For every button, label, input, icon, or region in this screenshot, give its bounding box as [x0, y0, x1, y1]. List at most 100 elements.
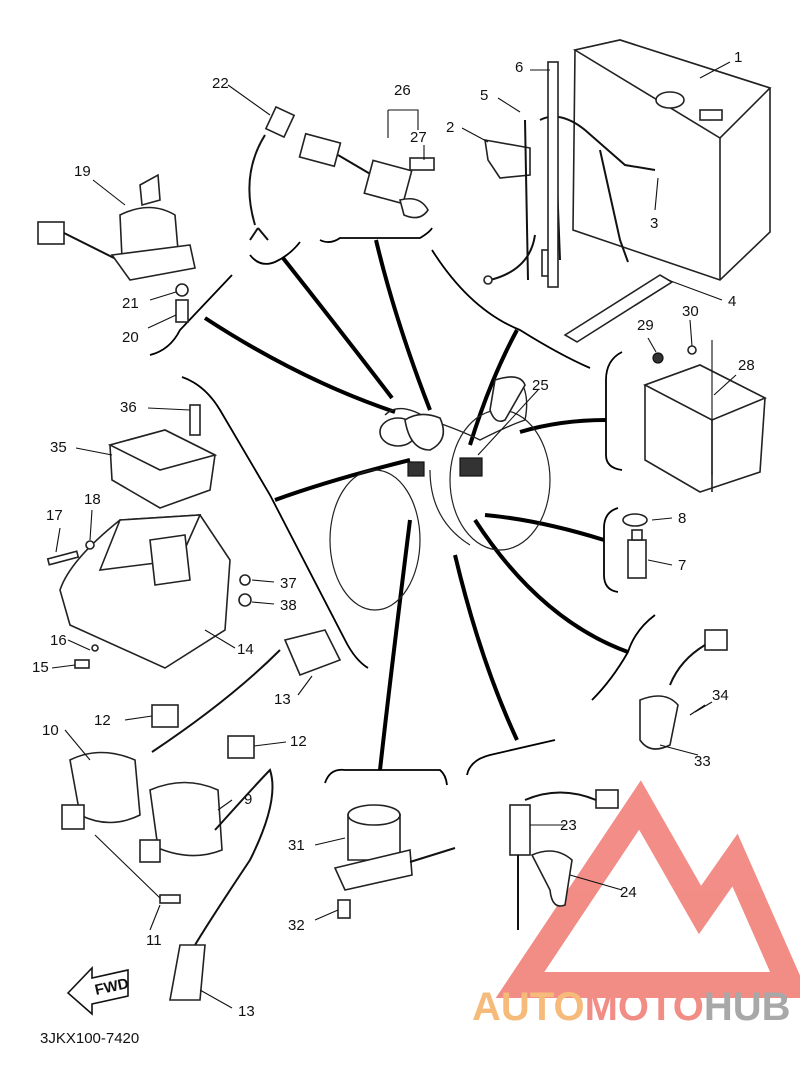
callout-13b: 13 [238, 1003, 255, 1020]
callout-35: 35 [50, 439, 67, 456]
seat [489, 376, 526, 423]
clip-12a [151, 704, 179, 728]
switch-connector [37, 221, 65, 245]
callout-21: 21 [122, 295, 139, 312]
washer-30 [687, 345, 697, 355]
line-22 [281, 256, 394, 400]
callout-22: 22 [212, 75, 229, 92]
watermark-logo: AUTOMOTOHUB [472, 780, 800, 1029]
frame-ignition-switch [149, 274, 233, 356]
clip-16 [91, 644, 99, 652]
line-28 [519, 418, 607, 434]
callout-2: 2 [446, 119, 454, 136]
callout-31: 31 [288, 837, 305, 854]
relay-28 [643, 345, 767, 493]
callout-12a: 12 [94, 712, 111, 729]
sensor-33 [639, 629, 728, 750]
frame-battery [431, 249, 591, 369]
screw-17 [46, 550, 80, 566]
key-icon [139, 173, 161, 207]
callout-10: 10 [42, 722, 59, 739]
callout-27: 27 [410, 129, 427, 146]
callout-6: 6 [515, 59, 523, 76]
callout-37: 37 [280, 575, 297, 592]
ignition-coils [61, 629, 342, 1001]
callout-32: 32 [288, 917, 305, 934]
sensor-22 [248, 105, 296, 241]
frame-lower [429, 469, 471, 546]
battery-box-14 [46, 514, 252, 669]
fwd-label: FWD [93, 975, 130, 999]
main-switch [37, 173, 196, 323]
line-35 [274, 458, 411, 502]
gasket-8 [622, 513, 648, 527]
callout-24: 24 [620, 884, 637, 901]
callout-7: 7 [678, 557, 686, 574]
frame-sensor-33 [591, 614, 656, 701]
coil-10 [69, 751, 141, 824]
callout-26: 26 [394, 82, 411, 99]
spare-fuse [409, 157, 435, 171]
line-26 [374, 239, 432, 411]
motorcycle-silhouette [329, 376, 551, 611]
frame-fuse [319, 227, 433, 243]
bolt-32 [337, 899, 351, 919]
cdi-marker [407, 461, 425, 477]
coil-9 [149, 781, 223, 857]
plug-cap-lower [169, 944, 206, 1001]
watermark-triangle-mark [495, 780, 800, 998]
callout-11: 11 [146, 932, 162, 949]
callout-25: 25 [532, 377, 549, 394]
callout-20: 20 [122, 329, 139, 346]
callout-3: 3 [650, 215, 658, 232]
washer-18 [85, 540, 95, 550]
callout-1: 1 [734, 49, 742, 66]
callout-19: 19 [74, 163, 91, 180]
screw-29 [652, 352, 664, 364]
battery-band [483, 61, 656, 288]
line-31 [378, 519, 412, 771]
callout-33: 33 [694, 753, 711, 770]
callout-17: 17 [46, 507, 63, 524]
fuel-tank [404, 413, 445, 451]
cable-tie [563, 274, 674, 343]
frame-outline [384, 379, 528, 441]
frame-solenoid [324, 768, 448, 786]
callout-9: 9 [244, 791, 252, 808]
battery [572, 39, 772, 281]
line-33 [473, 518, 629, 654]
callout-16: 16 [50, 632, 67, 649]
callout-38: 38 [280, 597, 297, 614]
plug-cap-upper [283, 629, 342, 677]
callout-15: 15 [32, 659, 49, 676]
clip-12b [227, 735, 255, 759]
bolt-20 [175, 299, 189, 323]
line-23 [453, 554, 519, 741]
bolt-36 [189, 404, 201, 436]
switch-7 [622, 513, 648, 579]
watermark-word: AUTOMOTOHUB [472, 985, 791, 1029]
callout-4: 4 [728, 293, 736, 310]
callout-8: 8 [678, 510, 686, 527]
callout-leaders [51, 61, 737, 1009]
callout-36: 36 [120, 399, 137, 416]
callout-30: 30 [682, 303, 699, 320]
washer-37 [239, 574, 251, 586]
line-19 [203, 316, 396, 414]
callout-13a: 13 [274, 691, 291, 708]
frame-relay [605, 351, 623, 471]
cdi-35 [107, 404, 218, 509]
fuse-holder [298, 132, 435, 219]
callout-5: 5 [480, 87, 488, 104]
callout-23: 23 [560, 817, 577, 834]
frame-sensor-23 [466, 739, 556, 776]
frame-switch-7 [603, 507, 619, 593]
callout-18: 18 [84, 491, 101, 508]
sensor-23 [509, 789, 619, 930]
frame-sensor-22 [249, 241, 301, 265]
line-7 [484, 513, 605, 542]
callout-12b: 12 [290, 733, 307, 750]
bracket-24 [530, 850, 573, 907]
callout-34: 34 [712, 687, 729, 704]
